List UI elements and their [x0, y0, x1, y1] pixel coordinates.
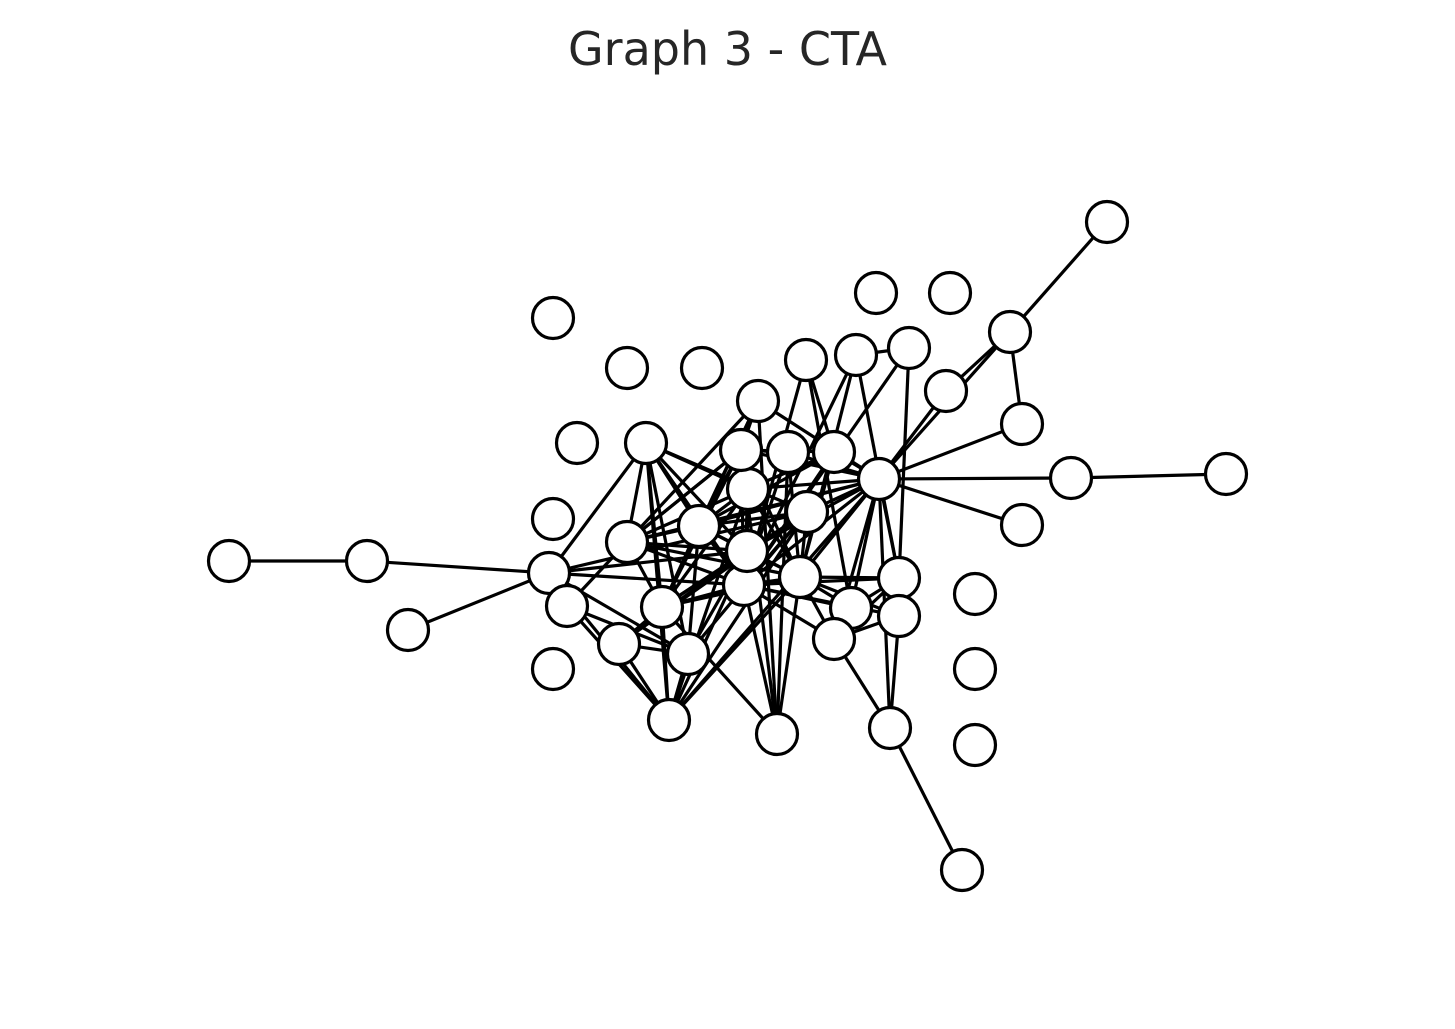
graph-node [867, 705, 913, 751]
graph-node [530, 496, 576, 542]
graph-node [665, 631, 711, 677]
graph-edge [645, 441, 808, 514]
graph-node [777, 554, 823, 600]
graph-edge [775, 576, 802, 735]
graph-node [987, 309, 1033, 355]
graph-node [886, 325, 932, 371]
graph-edge [625, 399, 760, 544]
graph-node [344, 538, 390, 584]
graph-edge [644, 442, 690, 655]
graph-edge [548, 549, 748, 575]
graph-edge [897, 347, 911, 579]
graph-node [784, 489, 830, 535]
graph-node [999, 502, 1045, 548]
node-layer [206, 199, 1249, 893]
graph-node [725, 466, 771, 512]
graph-node [754, 711, 800, 757]
graph-node [676, 503, 722, 549]
graph-node [735, 378, 781, 424]
graph-node [853, 270, 899, 316]
graph-edge [743, 583, 900, 618]
graph-edge [644, 441, 749, 553]
graph-edge [660, 605, 779, 736]
graph-node [1048, 455, 1094, 501]
graph-node [530, 295, 576, 341]
graph-edge [1070, 472, 1227, 480]
graph-node [385, 607, 431, 653]
graph-edge [667, 488, 750, 721]
graph-node [811, 429, 857, 475]
graph-node [544, 583, 590, 629]
graph-edge [366, 559, 550, 575]
graph-node [783, 337, 829, 383]
graph-edge [547, 442, 648, 574]
graph-node [939, 847, 985, 893]
graph-node [999, 401, 1045, 447]
graph-node [623, 420, 669, 466]
graph-node [811, 616, 857, 662]
graph-edge [667, 511, 809, 721]
graph-node [952, 571, 998, 617]
graph-edge [742, 584, 779, 735]
graph-edge [878, 476, 1072, 481]
graph-node [765, 429, 811, 475]
graph-node [639, 584, 685, 630]
graph-node [927, 270, 973, 316]
graph-edge [888, 727, 964, 871]
graph-node [876, 593, 922, 639]
graph-edge [644, 442, 671, 721]
graph-node [833, 332, 879, 378]
graph-node [876, 555, 922, 601]
graph-node [1203, 451, 1249, 497]
graph-node [923, 368, 969, 414]
graph-edge [1008, 220, 1109, 334]
graph-edge [407, 571, 550, 632]
graph-node [679, 345, 725, 391]
graph-node [596, 621, 642, 667]
graph-node [604, 345, 650, 391]
graph-edge [667, 575, 802, 722]
graph-node [724, 528, 770, 574]
graph-node [554, 420, 600, 466]
graph-node [1084, 199, 1130, 245]
graph-node [856, 456, 902, 502]
graph-node [718, 427, 764, 473]
graph-edge [804, 359, 853, 609]
graph-node [952, 722, 998, 768]
graph-node [604, 519, 650, 565]
graph-node [530, 646, 576, 692]
graph-title: Graph 3 - CTA [568, 22, 887, 76]
graph-node [952, 646, 998, 692]
graph-edge [878, 477, 1023, 527]
graph-node [206, 538, 252, 584]
graph-node [646, 697, 692, 743]
